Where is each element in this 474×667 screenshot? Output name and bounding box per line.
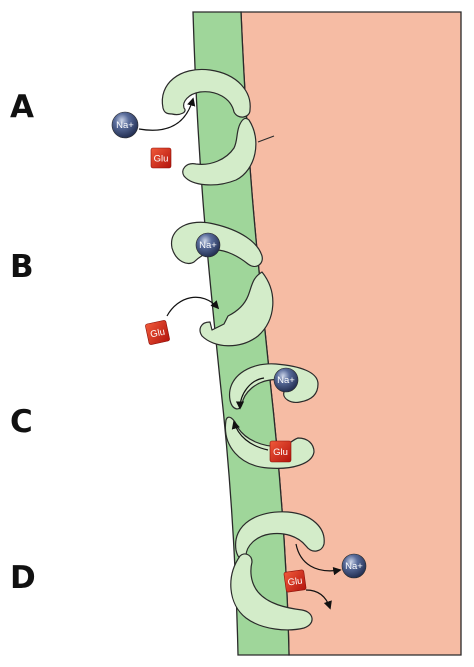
- sodium-entry-arrow-a: [138, 97, 196, 131]
- glutamate-c: Glu: [269, 440, 292, 463]
- sodium-ion-label: Na+: [277, 375, 295, 386]
- sodium-ion-label: Na+: [116, 120, 134, 131]
- transporter-lower-subunit-d: [230, 553, 313, 631]
- transporter-lower-subunit-a: [182, 117, 257, 186]
- stage-label-c: C: [10, 404, 33, 440]
- glutamate-d: Glu: [283, 569, 307, 593]
- glutamate-a: Glu: [150, 147, 172, 169]
- sodium-release-arrow-d: [295, 543, 342, 576]
- glutamate-label: Glu: [273, 447, 288, 458]
- sodium-ion-label: Na+: [345, 561, 363, 572]
- stage-label-b: B: [10, 249, 34, 285]
- membrane-marker-line: [257, 135, 275, 143]
- glutamate-release-arrow-d: [305, 589, 332, 610]
- closing-arrow-c-upper: [235, 377, 265, 410]
- sodium-ion-b: Na+: [195, 232, 221, 258]
- glutamate-label: Glu: [287, 576, 303, 589]
- closing-arrow-c-lower: [231, 420, 269, 451]
- transporter-upper-subunit-a: [161, 68, 251, 118]
- stage-label-d: D: [10, 560, 36, 596]
- glutamate-b: Glu: [145, 320, 170, 345]
- sodium-ion-label: Na+: [199, 240, 217, 251]
- sodium-ion-c: Na+: [273, 367, 299, 393]
- stage-label-a: A: [10, 89, 34, 125]
- sodium-ion-d: Na+: [341, 553, 367, 579]
- glutamate-entry-arrow-b: [166, 296, 220, 317]
- transporter-lower-subunit-b: [199, 271, 274, 347]
- glutamate-label: Glu: [154, 154, 169, 165]
- glutamate-label: Glu: [149, 327, 166, 341]
- sodium-ion-a: Na+: [111, 111, 139, 139]
